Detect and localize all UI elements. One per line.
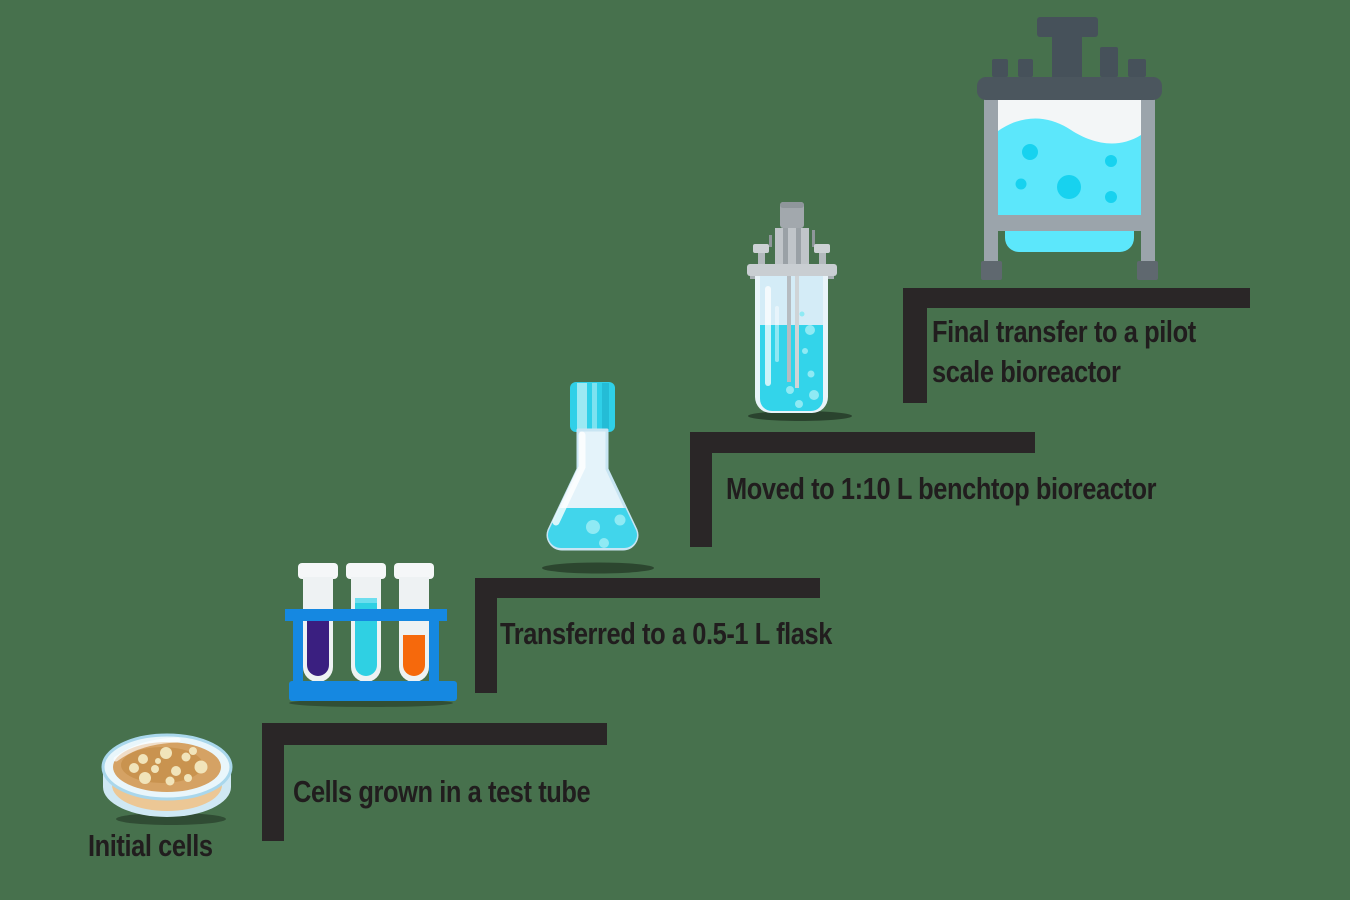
bioreactor-lid [747,264,837,276]
bioreactor-bubbles [786,311,819,408]
stair-tread [262,723,607,745]
stair-riser [475,578,497,693]
stair-tread [475,578,820,598]
step-4-label: Final transfer to a pilot scale bioreact… [932,312,1196,392]
step-3-label: Moved to 1:10 L benchtop bioreactor [726,471,1157,506]
test-tube-purple [298,563,338,682]
pilot-lid [977,77,1162,100]
initial-cells-label: Initial cells [88,828,213,863]
petri-dish-icon [101,733,233,825]
frame-leg [984,93,998,265]
bioreactor-motor [753,202,830,265]
benchtop-bioreactor-icon [747,202,852,421]
stair-riser [262,723,284,841]
step-4-label-line-2: scale bioreactor [932,354,1121,389]
pilot-bioreactor-icon [977,17,1162,280]
flask-cap [570,382,615,432]
frame-leg [1141,93,1155,265]
frame-foot [981,261,1002,280]
cell-colonies [129,747,208,786]
stair-tread [903,288,1250,308]
erlenmeyer-flask-icon [542,382,654,574]
stair-tread [690,432,1035,453]
step-4-label-line-1: Final transfer to a pilot [932,314,1196,349]
tube-rack-frame [285,609,457,701]
step-1-label: Cells grown in a test tube [293,774,591,809]
dip-tube [787,276,791,382]
test-tube-orange [394,563,434,682]
stair-riser [690,432,712,547]
dip-tube [795,276,799,388]
pilot-bubbles [1015,144,1117,203]
pilot-motor-and-ports [992,17,1146,79]
flask-bubbles [586,514,626,548]
test-tube-cyan [346,563,386,682]
frame-foot [1137,261,1158,280]
test-tube-rack-icon [285,563,457,707]
step-2-label: Transferred to a 0.5-1 L flask [500,616,832,651]
frame-crossbar [993,215,1146,231]
